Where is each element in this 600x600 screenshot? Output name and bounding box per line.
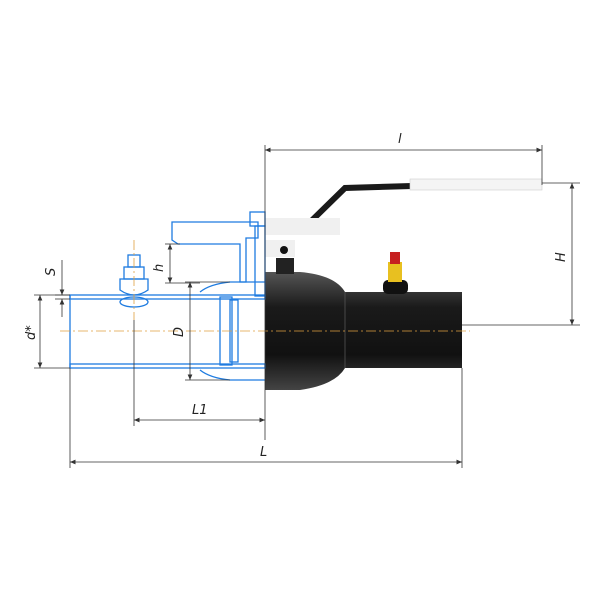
dim-D: D bbox=[172, 281, 230, 381]
label-D: D bbox=[172, 327, 187, 337]
dim-h: h bbox=[152, 243, 200, 284]
label-S: S bbox=[44, 268, 59, 276]
label-l: l bbox=[398, 132, 402, 147]
dim-d: d* bbox=[24, 294, 70, 369]
valve-body bbox=[265, 258, 462, 390]
fitting-bolt bbox=[383, 252, 408, 294]
dim-L1: L1 bbox=[133, 320, 265, 426]
dim-L: L bbox=[69, 368, 463, 468]
label-L1: L1 bbox=[192, 403, 208, 418]
label-H: H bbox=[554, 252, 569, 262]
label-h: h bbox=[152, 264, 167, 272]
dim-S: S bbox=[44, 260, 70, 317]
dim-H: H bbox=[462, 182, 580, 326]
dim-l: l bbox=[264, 132, 543, 440]
label-d: d* bbox=[24, 325, 39, 340]
section-view bbox=[69, 211, 266, 381]
handle bbox=[265, 178, 543, 257]
label-L: L bbox=[260, 445, 267, 460]
